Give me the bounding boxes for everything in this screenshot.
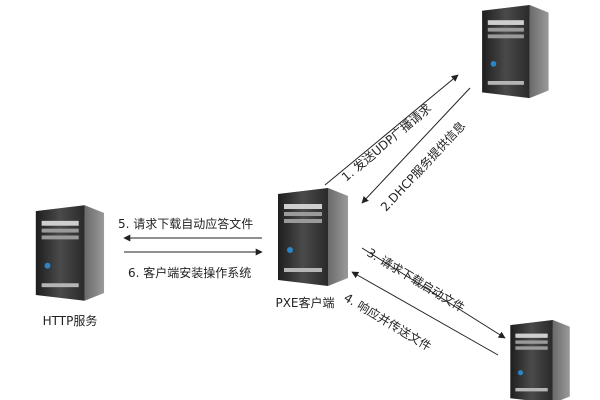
- arrow-step2: [361, 87, 471, 204]
- edge-label-step3: 3. 请求下载启动文件: [364, 245, 467, 315]
- server-tftp-icon: [510, 320, 570, 400]
- server-http-icon: [35, 205, 105, 301]
- server-dhcp-icon: [482, 5, 549, 99]
- node-label-pxe-client: PXE客户端: [275, 295, 334, 310]
- server-pxe-client-icon: [278, 188, 348, 286]
- node-label-http: HTTP服务: [43, 313, 98, 328]
- arrow-step4: [351, 271, 499, 356]
- arrow-step3: [361, 247, 506, 339]
- arrow-step1: [324, 74, 459, 186]
- edge-label-step5: 5. 请求下载自动应答文件: [118, 216, 253, 231]
- edge-label-step6: 6. 客户端安装操作系统: [128, 265, 251, 280]
- edge-label-step4: 4. 响应并传送文件: [341, 290, 434, 354]
